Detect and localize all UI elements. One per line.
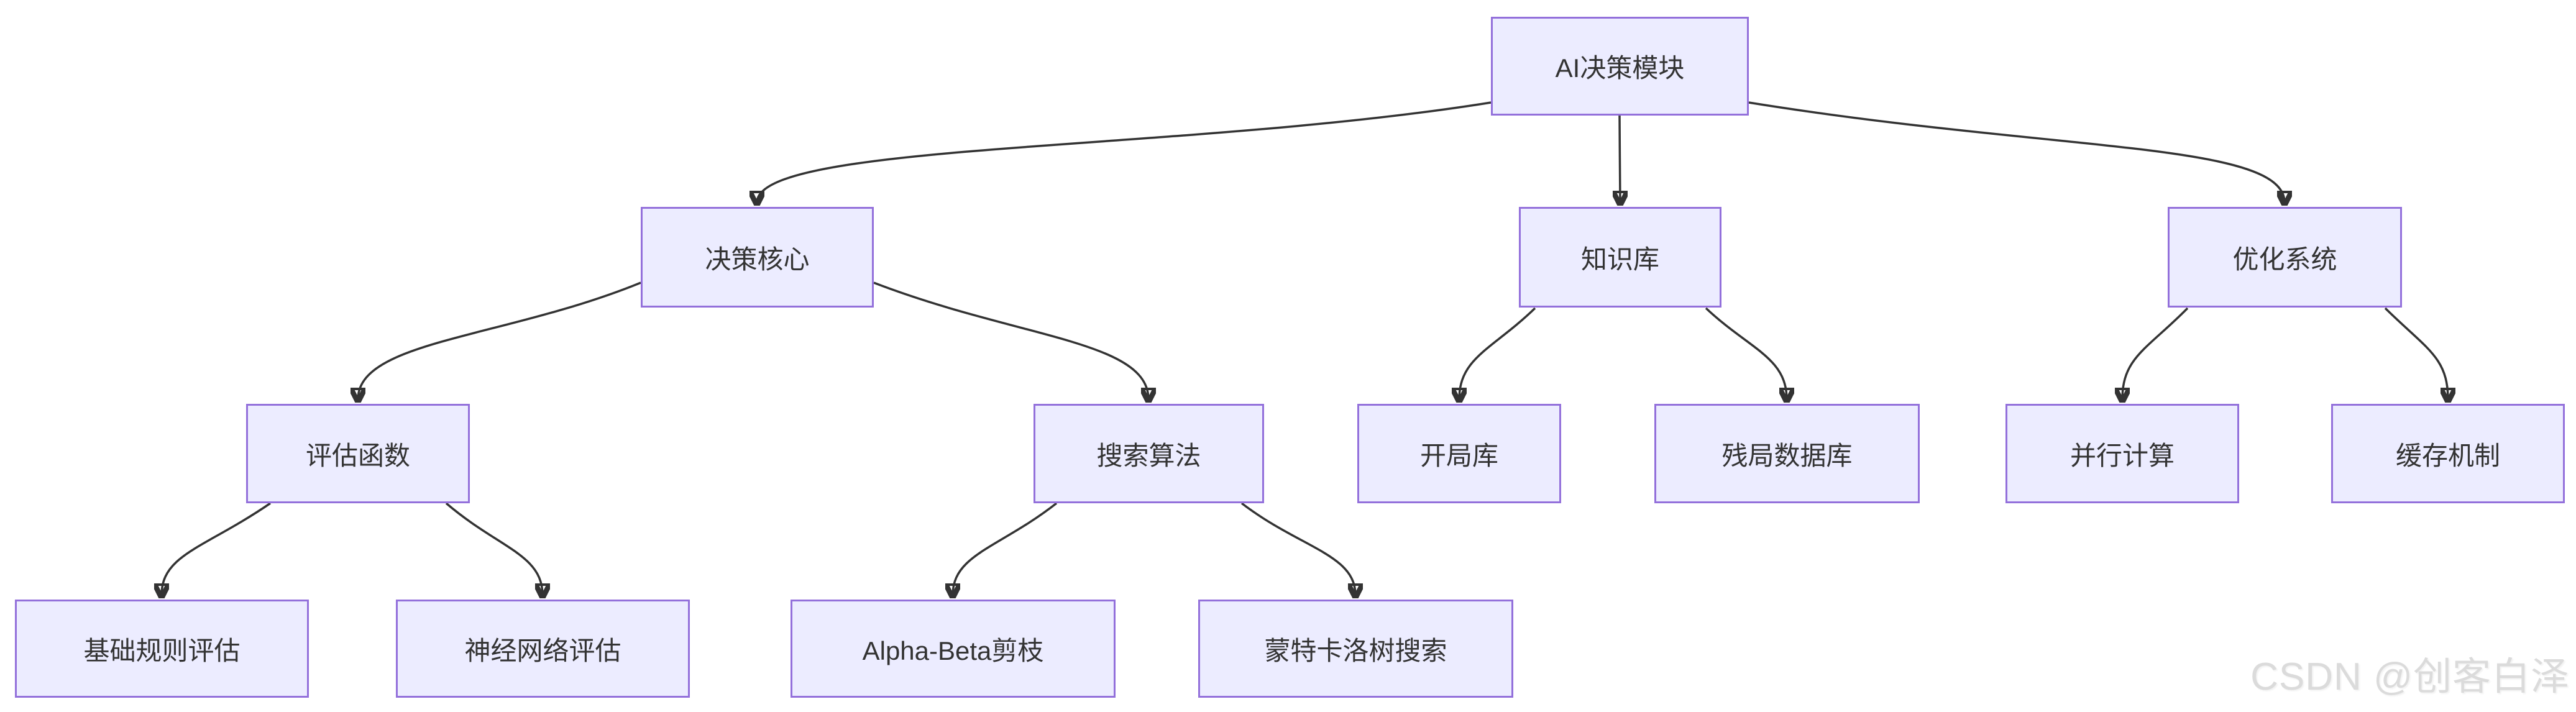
node-label: 优化系统 <box>2232 244 2337 274</box>
node-label: 残局数据库 <box>1721 440 1853 470</box>
node-label: 基础规则评估 <box>83 636 241 665</box>
node-label: 开局库 <box>1419 440 1498 470</box>
node-label: 决策核心 <box>705 244 810 274</box>
node-ai-decision-module: AI决策模块 <box>1491 17 1749 116</box>
edge-knowledge-base-to-endgame-db <box>1705 307 1787 399</box>
node-alpha-beta-pruning: Alpha-Beta剪枝 <box>791 600 1116 698</box>
node-label: 蒙特卡洛树搜索 <box>1264 636 1447 665</box>
node-label: 知识库 <box>1580 244 1659 274</box>
edge-search-algo-to-ab-prune <box>953 502 1058 595</box>
node-parallel-computing: 并行计算 <box>2005 404 2239 503</box>
edge-root-to-decision-core <box>757 101 1492 203</box>
node-label: 神经网络评估 <box>464 636 621 665</box>
node-evaluation-function: 评估函数 <box>246 404 470 503</box>
node-label: AI决策模块 <box>1555 53 1685 83</box>
edge-eval-fn-to-nn-eval <box>445 502 543 595</box>
edge-knowledge-base-to-opening-book <box>1459 307 1536 399</box>
node-optimization-system: 优化系统 <box>2168 207 2402 308</box>
edge-decision-core-to-eval-fn <box>358 281 641 399</box>
edge-eval-fn-to-basic-rule <box>162 502 271 595</box>
csdn-watermark: CSDN @创客白泽 <box>2250 655 2570 698</box>
node-label: 搜索算法 <box>1096 440 1201 470</box>
node-label: 评估函数 <box>305 440 410 470</box>
node-neural-network-evaluation: 神经网络评估 <box>396 600 690 698</box>
edge-optimization-to-parallel <box>2122 307 2189 399</box>
node-cache-mechanism: 缓存机制 <box>2331 404 2565 503</box>
node-search-algorithm: 搜索算法 <box>1034 404 1264 503</box>
node-monte-carlo-tree-search: 蒙特卡洛树搜索 <box>1198 600 1513 698</box>
edge-optimization-to-cache <box>2384 307 2448 399</box>
edge-search-algo-to-mcts <box>1240 502 1355 595</box>
node-label: Alpha-Beta剪枝 <box>862 636 1044 665</box>
node-label: 缓存机制 <box>2395 440 2500 470</box>
node-endgame-database: 残局数据库 <box>1654 404 1920 503</box>
node-basic-rule-evaluation: 基础规则评估 <box>15 600 309 698</box>
node-knowledge-base: 知识库 <box>1519 207 1721 308</box>
node-decision-core: 决策核心 <box>641 207 874 308</box>
node-label: 并行计算 <box>2070 440 2175 470</box>
node-opening-book: 开局库 <box>1357 404 1561 503</box>
edge-decision-core-to-search-algo <box>873 281 1148 399</box>
edge-root-to-optimization <box>1748 101 2285 203</box>
